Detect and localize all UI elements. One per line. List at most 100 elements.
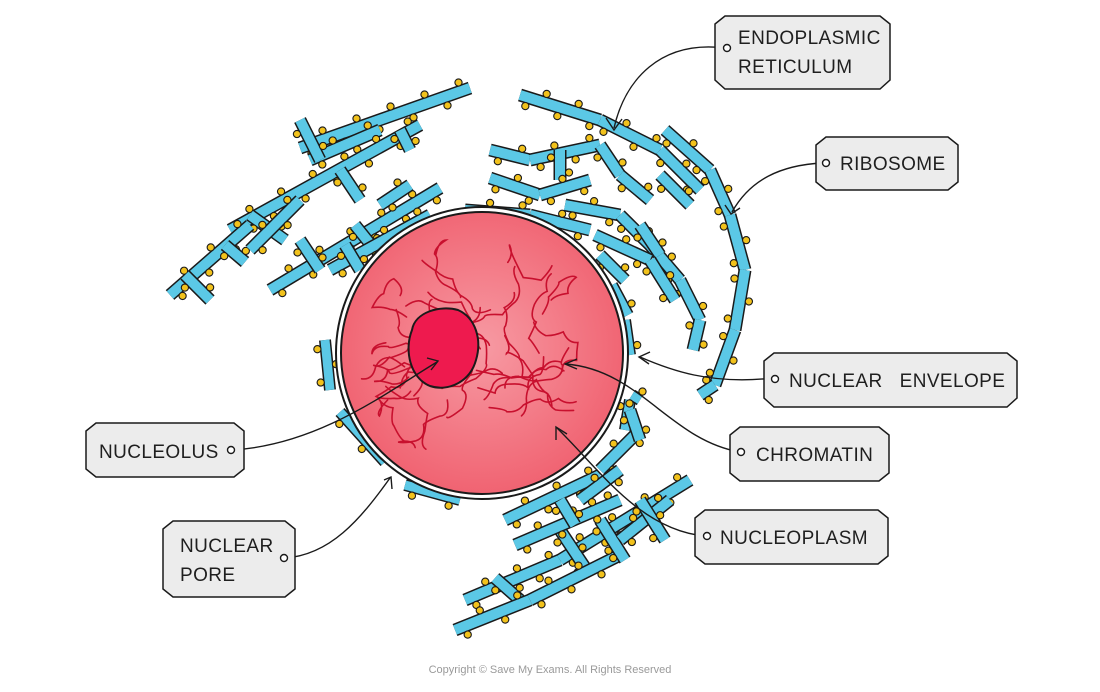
ribosome-dot xyxy=(258,220,267,230)
ribosome-dot xyxy=(729,356,738,365)
ribosome-dot xyxy=(596,243,605,252)
ribosome-dot xyxy=(386,102,395,111)
ribosome-dot xyxy=(698,301,708,311)
ribosome-dot xyxy=(454,78,463,87)
ribosome-dot xyxy=(625,399,634,408)
ribosome-dot xyxy=(704,395,713,405)
chromatin-strand xyxy=(467,265,521,325)
label-text-pore: PORE xyxy=(180,565,235,586)
label-tag-icon xyxy=(694,509,889,565)
ribosome-dot xyxy=(692,165,701,175)
ribosome-dot xyxy=(629,142,638,151)
label-tag-icon xyxy=(729,426,890,482)
ribosome-dot xyxy=(205,283,215,292)
ribosome-dot xyxy=(585,133,594,143)
er-membrane xyxy=(220,240,250,267)
er-membrane xyxy=(705,327,742,388)
ribosome-dot xyxy=(575,533,584,542)
ribosome-dot xyxy=(578,543,587,552)
ribosome-dot xyxy=(585,121,594,131)
ribosome-dot xyxy=(364,159,374,168)
ribosome-dot xyxy=(241,246,250,256)
chromatin-strand xyxy=(483,360,562,401)
chromatin-strand xyxy=(488,397,577,413)
ribosome-dot xyxy=(178,291,187,301)
ribosome-dot xyxy=(609,439,618,448)
ribosome-dot xyxy=(642,267,651,276)
ribosome-dot xyxy=(719,222,728,231)
ribosome-dot xyxy=(558,530,567,539)
ribosome-dot xyxy=(371,134,381,144)
ribosome-dot xyxy=(652,134,661,143)
label-text-chromatin: CHROMATIN xyxy=(756,445,873,466)
ribosome-dot xyxy=(608,513,617,522)
ribosome-dot xyxy=(390,134,399,144)
er-membrane xyxy=(538,173,592,206)
ribosome-dot xyxy=(667,252,676,261)
er-membrane xyxy=(655,170,695,210)
chromatin-strand xyxy=(503,291,524,377)
er-membrane xyxy=(597,114,663,156)
ribosome-dot xyxy=(338,269,347,278)
chromatin-strand xyxy=(373,361,423,385)
ribosome-dot xyxy=(544,505,553,514)
ribosome-dot xyxy=(179,266,189,275)
ribosome-dot xyxy=(685,321,694,330)
ribosome-dot xyxy=(684,186,694,196)
arrow-ribosome xyxy=(731,162,824,213)
ribosome-dot xyxy=(593,515,602,524)
ribosome-dot xyxy=(580,186,589,196)
ribosome-dot xyxy=(340,152,349,161)
label-text-reticulum: RETICULUM xyxy=(738,57,852,78)
label-nucleolus: NUCLEOLUS xyxy=(85,422,245,478)
ribosome-dot xyxy=(542,89,551,99)
ribosome-dot xyxy=(512,520,521,529)
ribosome-dot xyxy=(535,574,544,583)
chromatin-strand xyxy=(433,239,462,299)
ribosome-dot xyxy=(730,274,739,283)
ribosome-dot xyxy=(689,139,698,148)
arrow-chromatin xyxy=(565,363,741,453)
ribosome-dot xyxy=(377,208,386,217)
er-membrane xyxy=(488,143,532,167)
ribosome-dot xyxy=(627,537,637,547)
ribosome-dot xyxy=(180,283,190,292)
ribosome-dot xyxy=(233,219,242,229)
label-tag-icon xyxy=(815,136,959,191)
ribosome-dot xyxy=(620,263,630,272)
ribosome-dot xyxy=(724,184,733,193)
er-membrane xyxy=(719,213,752,272)
ribosome-dot xyxy=(662,139,671,148)
er-membrane xyxy=(633,221,667,259)
ribosome-dot xyxy=(284,264,293,273)
ribosome-dot xyxy=(481,577,490,586)
ribosome-dot xyxy=(205,268,214,277)
ribosome-dot xyxy=(653,493,663,503)
er-membrane xyxy=(313,339,341,391)
chromatin-strand xyxy=(507,244,553,282)
ribosome-dot xyxy=(336,251,346,261)
label-text-nucleolus: NUCLEOLUS xyxy=(99,442,219,463)
ribosome-dot xyxy=(609,553,618,563)
ribosome-dot xyxy=(574,99,583,109)
chromatin-strand xyxy=(541,275,578,315)
ribosome-dot xyxy=(301,194,310,203)
ribosome-dot xyxy=(627,299,636,308)
ribosome-dot xyxy=(665,271,675,280)
er-membrane xyxy=(563,196,622,227)
label-text-nuclear-envelope: NUCLEAR ENVELOPE xyxy=(789,371,1005,392)
ribosome-dot xyxy=(564,168,574,177)
er-membrane xyxy=(615,170,655,205)
ribosome-dot xyxy=(318,253,327,262)
ribosome-dot xyxy=(491,586,500,595)
ribosome-dot xyxy=(518,201,527,210)
chromatin-strand xyxy=(520,347,570,417)
ribosome-dot xyxy=(283,195,292,205)
ribosome-dot xyxy=(358,183,367,192)
ribosome-dot xyxy=(682,159,691,168)
ribosome-dot xyxy=(512,564,522,573)
ribosome-dot xyxy=(622,235,631,244)
ribosome-dot xyxy=(599,127,608,136)
er-membrane xyxy=(593,141,627,179)
label-tags: ENDOPLASMIC RETICULUM RIBOSOME NUCLEAR E… xyxy=(85,15,1018,598)
